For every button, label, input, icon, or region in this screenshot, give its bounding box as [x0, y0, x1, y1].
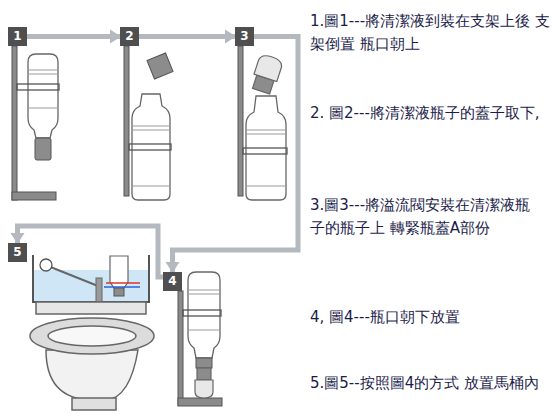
- toilet-tank-part: [114, 288, 124, 296]
- toilet-bowl-part: [72, 398, 116, 410]
- stand: [12, 46, 243, 406]
- toilet-bowl-part: [48, 326, 136, 346]
- bottle-ridges-part: [28, 70, 58, 71]
- clamp-part: [183, 310, 221, 316]
- bottle-ridges-part: [28, 74, 58, 75]
- step-arrow: [27, 34, 120, 39]
- bottle-ridges-part: [132, 130, 170, 131]
- instruction-text: 1.圖1---將清潔液到裝在支架上後 支架倒置 瓶口朝上: [310, 10, 550, 56]
- toilet-bowl-part: [30, 318, 154, 354]
- clamp-part: [243, 148, 287, 154]
- bottle-ridges-part: [188, 294, 220, 295]
- step-number: 1: [13, 29, 22, 43]
- step-number-box: 4: [163, 272, 182, 291]
- step-number-box: 3: [235, 27, 254, 46]
- step-arrow: [173, 37, 299, 273]
- toilet-bowl: [30, 302, 154, 410]
- bottle-cap-part: [35, 138, 51, 160]
- toilet-bowl-part: [46, 350, 138, 400]
- toilet-tank-part: [40, 259, 52, 271]
- stand-part: [178, 291, 183, 405]
- stand-part: [124, 46, 129, 196]
- stand-part: [12, 192, 56, 200]
- step-number: 2: [125, 29, 134, 43]
- clamp: [17, 84, 287, 316]
- step-number: 3: [240, 29, 249, 43]
- step-number-box: 1: [8, 27, 27, 46]
- bottle-part: [28, 54, 58, 138]
- overflow-valve-part: [195, 380, 213, 398]
- instruction-text: 2. 圖2---將清潔液瓶子的蓋子取下,: [310, 102, 550, 125]
- bottle: [28, 54, 286, 358]
- clamp-part: [129, 144, 171, 150]
- overflow-valve-part: [197, 368, 211, 380]
- toilet-tank-part: [33, 255, 149, 302]
- toilet-tank-part: [96, 278, 102, 302]
- toilet-bowl-part: [36, 302, 146, 314]
- bottle-ridges-part: [132, 126, 170, 127]
- toilet-tank-part: [106, 282, 140, 284]
- stand-part: [238, 46, 243, 196]
- instruction-text: 5.圖5--按照圖4的方式 放置馬桶內: [310, 372, 550, 395]
- overflow-valve-part-part: [254, 53, 284, 81]
- bottle-ridges-part: [28, 108, 58, 109]
- overflow-valve: [195, 53, 284, 398]
- step-number: 5: [13, 245, 22, 259]
- bottle-part: [132, 94, 170, 200]
- bottle-ridges-part: [132, 186, 170, 187]
- bottle-cap-part: [147, 53, 173, 79]
- instruction-text: 4, 圖4---瓶口朝下放置: [310, 306, 550, 329]
- step-number-box: 2: [120, 27, 139, 46]
- toilet-tank-part: [33, 270, 149, 302]
- bottle-ridges-part: [188, 330, 220, 331]
- instruction-text: 3.圖3---將溢流閥安裝在清潔液瓶子的瓶子上 轉緊瓶蓋A部份: [310, 194, 545, 240]
- step-number: 4: [168, 274, 177, 288]
- bottle-ridges: [28, 70, 286, 330]
- overflow-valve-part: [250, 53, 284, 95]
- stand-part: [178, 398, 222, 406]
- bottle-ridges-part: [246, 134, 286, 135]
- bottle-ridges-part: [246, 130, 286, 131]
- bottle-part: [188, 272, 220, 358]
- toilet-tank-part: [104, 286, 140, 288]
- step-arrow: [139, 34, 235, 39]
- toilet-tank: [33, 255, 149, 302]
- step-arrow: [18, 226, 164, 277]
- bottle-ridges-part: [188, 290, 220, 291]
- clamp-part: [17, 84, 59, 90]
- toilet-tank-part: [48, 266, 98, 286]
- step-number-box: 5: [8, 243, 27, 262]
- bottle-cap-part: [196, 358, 212, 368]
- bottle-ridges-part: [246, 186, 286, 187]
- stand-part: [12, 46, 17, 200]
